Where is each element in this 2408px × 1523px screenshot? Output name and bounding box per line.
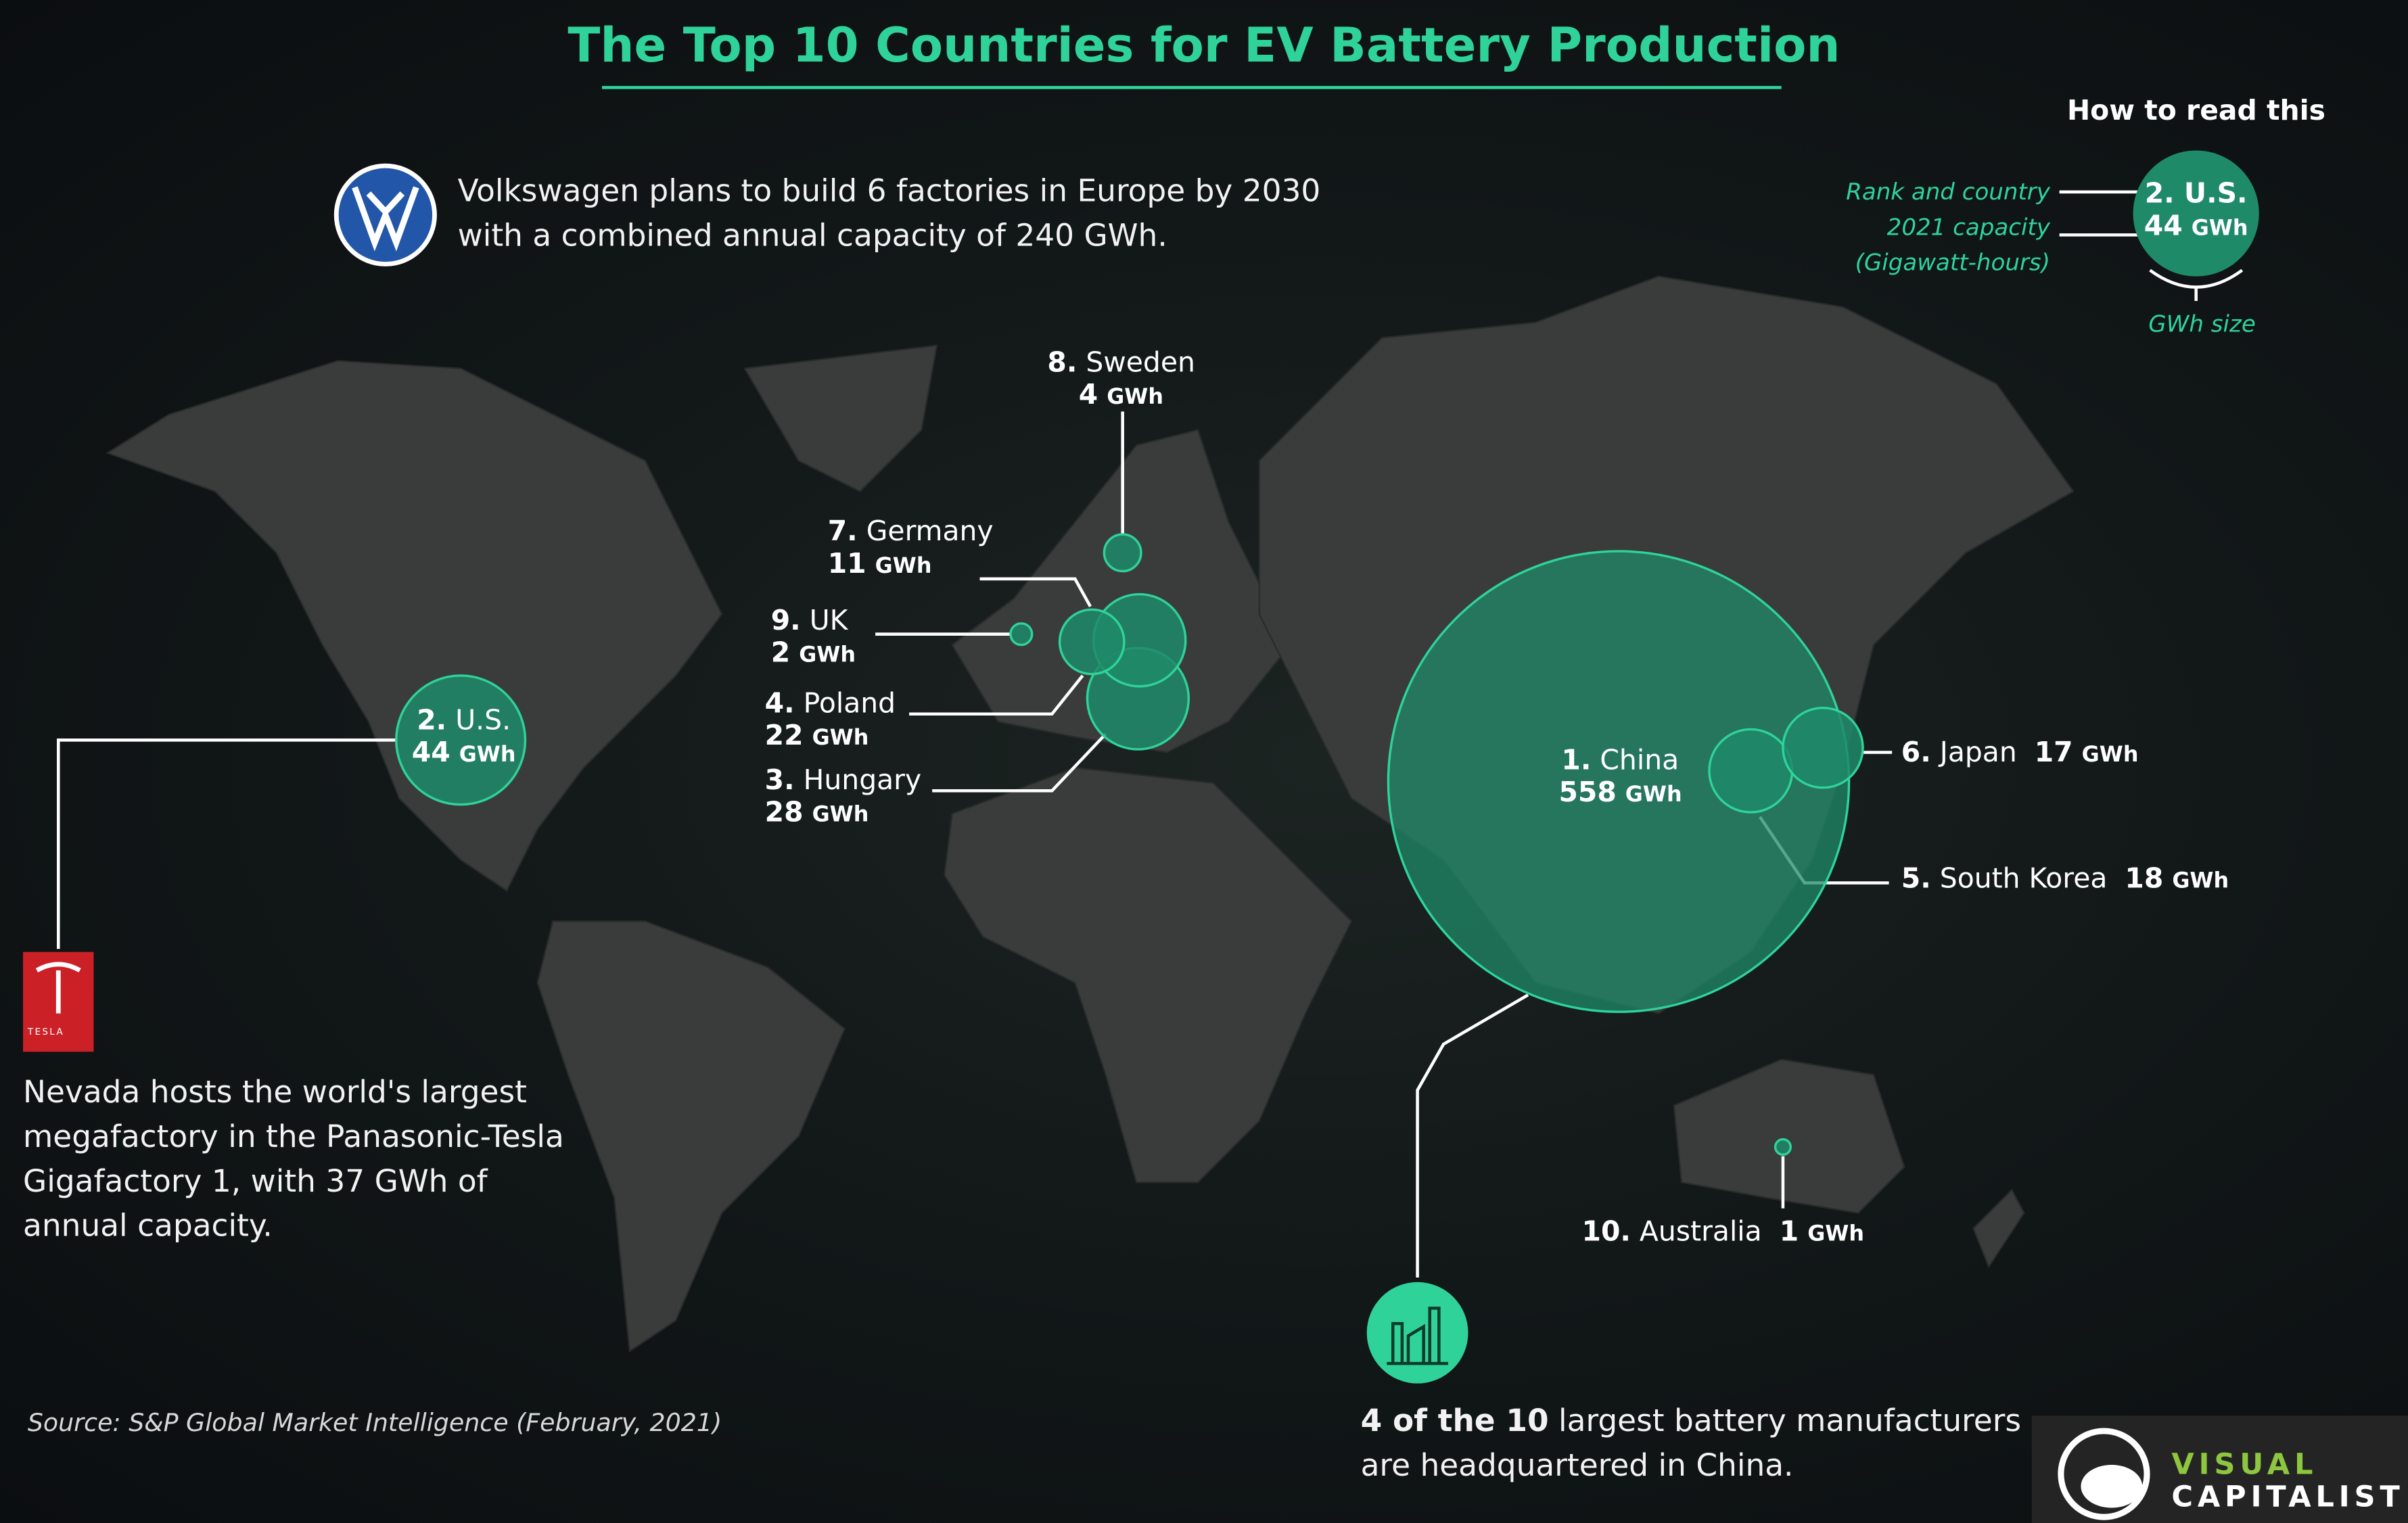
- tesla-note-line3: Gigafactory 1, with 37 GWh of: [23, 1162, 488, 1200]
- bubble-south-korea: [1708, 728, 1794, 814]
- country-name: 10. Australia: [1581, 1216, 1762, 1248]
- land-south-america: [536, 920, 846, 1353]
- bubble-germany: [1058, 608, 1126, 676]
- legend-rank-label: Rank and country: [1846, 178, 2050, 206]
- label-japan: 6. Japan 17 GWh: [1901, 737, 2139, 772]
- vw-note: Volkswagen plans to build 6 factories in…: [458, 169, 1321, 258]
- legend-labels: Rank and country 2021 capacity (Gigawatt…: [1766, 175, 2050, 281]
- brand-line1: VISUAL: [2171, 1447, 2318, 1482]
- country-name: 9. UK: [770, 605, 848, 638]
- title-underline: [601, 86, 1782, 89]
- brand-line2: CAPITALIST: [2171, 1480, 2405, 1514]
- tesla-note-line1: Nevada hosts the world's largest: [23, 1073, 527, 1110]
- label-australia: 10. Australia 1 GWh: [1582, 1216, 1864, 1251]
- country-name: 5. South Korea: [1901, 862, 2108, 895]
- tesla-note: Nevada hosts the world's largest megafac…: [23, 1070, 564, 1248]
- country-name: 7. Germany: [827, 515, 994, 548]
- country-value: 44 GWh: [411, 736, 516, 770]
- bubble-uk: [1009, 622, 1034, 647]
- tesla-logo-text: TESLA: [27, 1027, 65, 1038]
- country-name: 2. U.S.: [417, 705, 511, 737]
- china-note-line2: are headquartered in China.: [1360, 1446, 1794, 1484]
- land-australia: [1673, 1058, 1905, 1214]
- brand-name: VISUAL CAPITALIST: [2171, 1449, 2404, 1514]
- source-note: Source: S&P Global Market Intelligence (…: [27, 1407, 722, 1438]
- country-value: 4 GWh: [1078, 379, 1164, 412]
- china-note: 4 of the 10 largest battery manufacturer…: [1361, 1399, 2022, 1488]
- legend-example-value: 44: [2144, 210, 2183, 243]
- country-value: 28 GWh: [764, 797, 869, 830]
- land-greenland: [743, 344, 938, 492]
- legend-unit-label: (Gigawatt-hours): [1855, 248, 2050, 277]
- country-name: 8. Sweden: [1047, 347, 1195, 379]
- land-new-zealand: [1972, 1188, 2025, 1269]
- legend-title: How to read this: [2066, 95, 2325, 128]
- leader-hungary: [932, 732, 1107, 793]
- legend-example-unit: GWh: [2191, 216, 2248, 241]
- page-title: The Top 10 Countries for EV Battery Prod…: [568, 18, 1840, 74]
- country-value: 18 GWh: [2125, 862, 2229, 895]
- bubble-japan: [1782, 706, 1864, 789]
- country-value: 22 GWh: [764, 720, 869, 753]
- visual-capitalist-logo-bg: [2031, 1415, 2408, 1523]
- country-name: 1. China: [1561, 745, 1680, 777]
- bubble-u-s-: [395, 674, 527, 806]
- country-value: 11 GWh: [827, 548, 932, 581]
- china-note-icon-bg: [1366, 1282, 1468, 1384]
- legend-capacity-label: 2021 capacity: [1886, 213, 2050, 241]
- tesla-logo: [23, 952, 94, 1052]
- china-note-bold: 4 of the 10: [1360, 1401, 1549, 1439]
- leader-us: [57, 739, 396, 950]
- vw-note-line1: Volkswagen plans to build 6 factories in…: [457, 172, 1321, 209]
- land-africa: [944, 767, 1353, 1184]
- leader-china: [1416, 993, 1529, 1278]
- legend-bubble: [2133, 150, 2259, 277]
- bubble-sweden: [1103, 533, 1142, 573]
- country-name: 3. Hungary: [764, 764, 922, 797]
- land-north-america: [106, 360, 723, 892]
- leader-germany: [979, 577, 1092, 607]
- china-note-line1: largest battery manufacturers: [1548, 1401, 2022, 1439]
- legend-example-country: 2. U.S.: [2144, 178, 2248, 211]
- country-value: 17 GWh: [2034, 736, 2139, 770]
- vw-logo: [333, 163, 437, 266]
- country-name: 4. Poland: [764, 688, 896, 720]
- vw-note-line2: with a combined annual capacity of 240 G…: [457, 216, 1167, 254]
- tesla-note-line4: annual capacity.: [23, 1206, 273, 1244]
- leader-poland: [909, 674, 1084, 716]
- factory-icon: [1387, 1307, 1448, 1365]
- legend-size-bracket: [2149, 268, 2244, 301]
- country-value: 558 GWh: [1558, 776, 1682, 810]
- bubble-australia: [1774, 1138, 1792, 1156]
- label-u-s-: 2. U.S.44 GWh: [402, 705, 526, 772]
- country-value: 1 GWh: [1779, 1216, 1864, 1248]
- legend-example: 2. U.S. 44 GWh: [2133, 178, 2259, 245]
- country-value: 2 GWh: [770, 637, 856, 670]
- label-south-korea: 5. South Korea 18 GWh: [1901, 863, 2229, 898]
- tesla-note-line2: megafactory in the Panasonic-Tesla: [23, 1117, 564, 1155]
- legend-size-label: GWh size: [2148, 310, 2256, 338]
- country-name: 6. Japan: [1901, 736, 2017, 770]
- bubble-china: [1387, 550, 1851, 1013]
